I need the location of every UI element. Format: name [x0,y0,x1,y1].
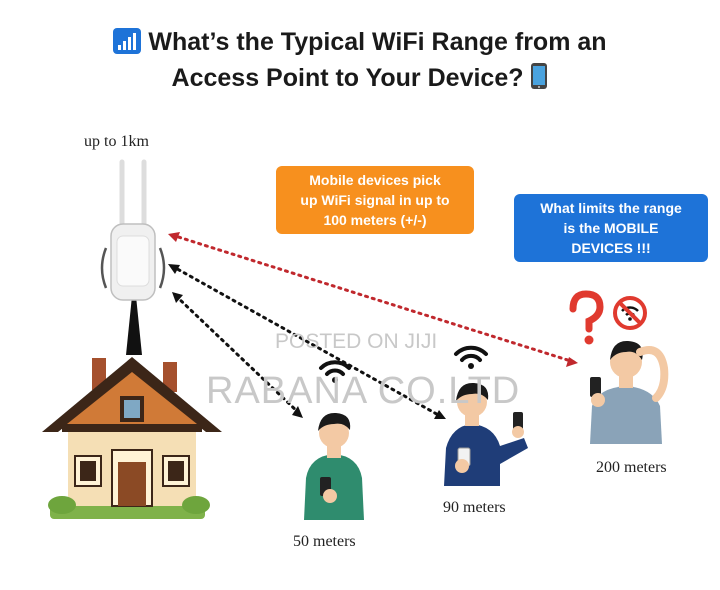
black-line-90m [170,264,444,419]
wifi-icon [319,360,351,383]
blue-callout-line-1: What limits the range [540,200,682,216]
access-point-device [100,159,166,301]
person-50m-illustration [304,360,364,520]
distance-label-90m: 90 meters [443,499,506,516]
orange-callout: Mobile devices pick up WiFi signal in up… [276,166,474,234]
title-line-2: Access Point to Your Device? [0,60,720,96]
signal-bars-icon [113,28,142,54]
person-90m-illustration [444,345,528,486]
distance-label-200m: 200 meters [596,459,667,476]
house-illustration [42,357,222,519]
orange-callout-line-2: up WiFi signal in up to [300,192,450,208]
page-title: What’s the Typical WiFi Range from an Ac… [0,24,720,96]
blue-callout: What limits the range is the MOBILE DEVI… [514,194,708,262]
orange-callout-line-1: Mobile devices pick [309,172,441,188]
red-range-line [170,233,576,364]
distance-label-50m: 50 meters [293,533,356,550]
watermark-line-1: POSTED ON JIJI [275,330,438,353]
title-text-2: Access Point to Your Device? [171,64,524,92]
no-wifi-icon [613,296,647,330]
black-line-50m [174,294,302,416]
blue-callout-line-2: is the MOBILE [563,220,659,236]
title-text-1: What’s the Typical WiFi Range from an [148,28,607,56]
orange-callout-line-3: 100 meters (+/-) [323,212,427,228]
watermark-line-2: RABANA CO.LTD [206,370,521,412]
wifi-icon [454,345,488,369]
blue-callout-line-3: DEVICES !!! [571,240,651,256]
range-lines [168,232,578,419]
person-200m-illustration [569,290,669,444]
antenna-mast [126,296,142,355]
ap-range-label: up to 1km [84,133,149,150]
title-line-1: What’s the Typical WiFi Range from an [0,24,720,60]
mobile-phone-icon [531,63,548,89]
question-mark-icon [569,290,604,345]
